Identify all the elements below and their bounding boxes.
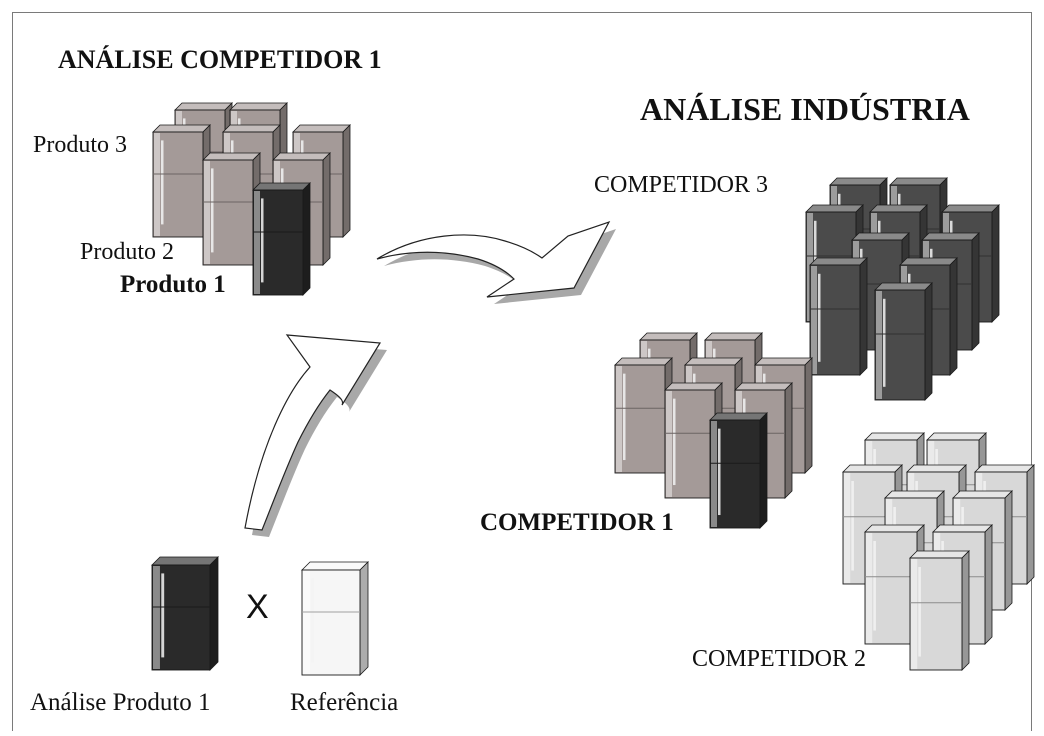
competitor-3-fridge-group-fridge xyxy=(874,282,933,401)
competitor-2-fridge-group-fridge xyxy=(864,524,925,645)
label-produto-1: Produto 1 xyxy=(120,271,226,298)
competitor-2-fridge-group-fridge xyxy=(909,550,970,671)
label-competidor-1: COMPETIDOR 1 xyxy=(480,509,674,536)
left-fridge-group-fridge xyxy=(202,152,261,266)
right-title: ANÁLISE INDÚSTRIA xyxy=(640,91,970,127)
competitor-1-fridge-group-fridge xyxy=(709,412,768,529)
versus-x: X xyxy=(246,588,269,626)
competitor-1-fridge-group xyxy=(614,332,813,529)
label-produto-2: Produto 2 xyxy=(80,239,175,265)
analysis-product-fridge xyxy=(151,556,219,671)
left-fridge-group-fridge xyxy=(252,182,311,296)
label-competidor-2: COMPETIDOR 2 xyxy=(692,646,867,672)
competitor-1-fridge-group-fridge xyxy=(614,357,673,474)
label-analise-produto-1: Análise Produto 1 xyxy=(30,689,211,716)
competitor-3-fridge-group-fridge xyxy=(809,257,868,376)
left-title: ANÁLISE COMPETIDOR 1 xyxy=(58,45,382,74)
label-referencia: Referência xyxy=(290,689,399,716)
label-produto-3: Produto 3 xyxy=(33,132,128,158)
fridge-groups xyxy=(151,102,1035,676)
label-competidor-3: COMPETIDOR 3 xyxy=(594,172,769,198)
arrow-right xyxy=(376,220,611,298)
competitor-3-fridge-group xyxy=(805,177,1000,401)
left-fridge-group-fridge xyxy=(152,124,211,238)
left-fridge-group xyxy=(152,102,351,296)
arrow-up-shadow xyxy=(252,342,387,537)
arrow-up xyxy=(244,334,382,531)
competitor-2-fridge-group xyxy=(842,432,1035,671)
reference-fridge xyxy=(301,561,369,676)
